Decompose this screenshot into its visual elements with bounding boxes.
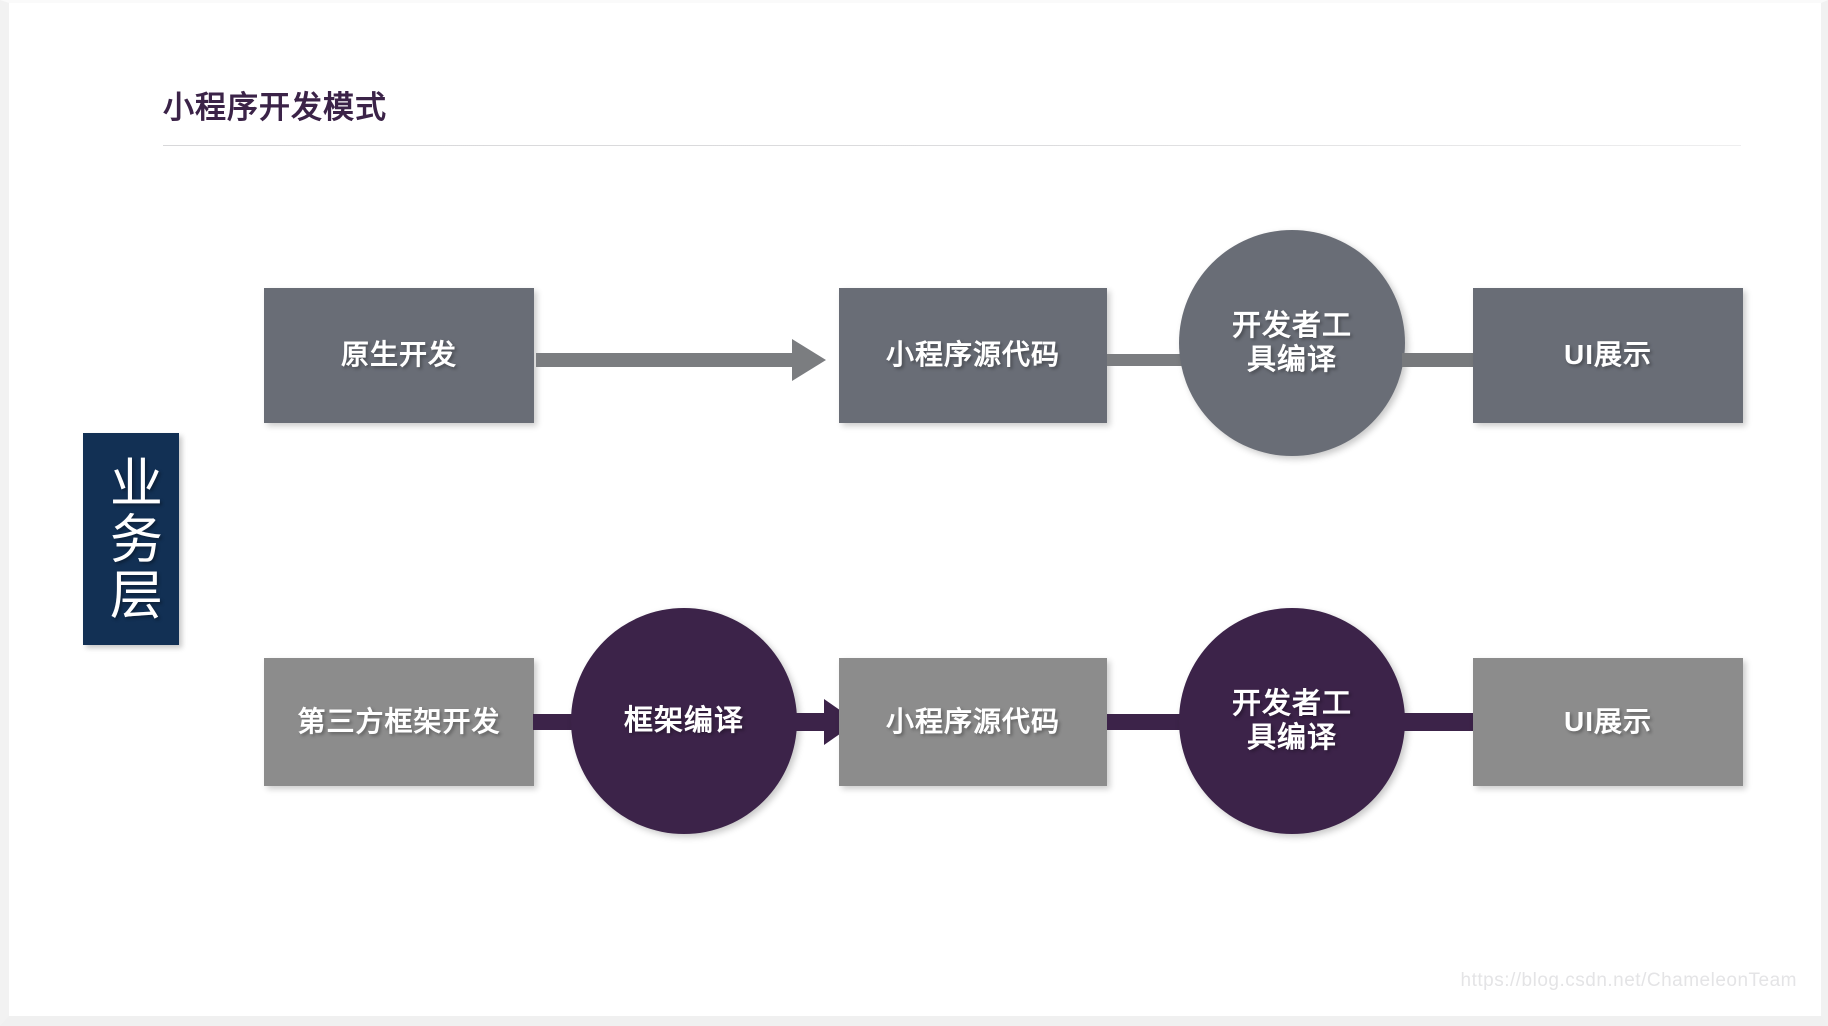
node-native-source[interactable]: 小程序源代码 xyxy=(839,288,1107,423)
node-thirdp-ui-label: UI展示 xyxy=(1563,705,1652,737)
layer-label-business: 业务层 xyxy=(83,433,179,645)
node-thirdp-framework-compile-label: 框架编译 xyxy=(623,704,744,737)
node-thirdp-dev-label: 第三方框架开发 xyxy=(297,705,501,737)
node-native-compile[interactable]: 开发者工 具编译 xyxy=(1179,230,1405,456)
node-thirdp-source[interactable]: 小程序源代码 xyxy=(839,658,1107,786)
arrow-native-dev-to-source xyxy=(536,338,826,382)
arrow-thirdp-source-to-compile xyxy=(1107,706,1183,738)
node-thirdp-dev[interactable]: 第三方框架开发 xyxy=(264,658,534,786)
node-thirdp-framework-compile[interactable]: 框架编译 xyxy=(571,608,797,834)
node-thirdp-source-label: 小程序源代码 xyxy=(885,705,1060,737)
node-thirdp-devtool-compile-label: 开发者工 具编译 xyxy=(1231,687,1352,754)
title-block: 小程序开发模式 xyxy=(163,89,1763,146)
arrow-thirdp-dev-to-fwcompile xyxy=(533,703,579,741)
title-divider xyxy=(163,145,1741,146)
node-thirdp-devtool-compile[interactable]: 开发者工 具编译 xyxy=(1179,608,1405,834)
node-native-dev-label: 原生开发 xyxy=(340,339,457,371)
node-thirdp-ui[interactable]: UI展示 xyxy=(1473,658,1743,786)
watermark: https://blog.csdn.net/ChameleonTeam xyxy=(1460,970,1797,991)
node-native-ui[interactable]: UI展示 xyxy=(1473,288,1743,423)
node-native-source-label: 小程序源代码 xyxy=(885,339,1060,371)
node-native-dev[interactable]: 原生开发 xyxy=(264,288,534,423)
node-native-compile-label: 开发者工 具编译 xyxy=(1231,309,1352,376)
node-native-ui-label: UI展示 xyxy=(1563,339,1652,371)
page-title: 小程序开发模式 xyxy=(163,90,387,125)
arrow-native-source-to-compile xyxy=(1107,343,1185,377)
layer-label-text: 业务层 xyxy=(102,455,162,623)
